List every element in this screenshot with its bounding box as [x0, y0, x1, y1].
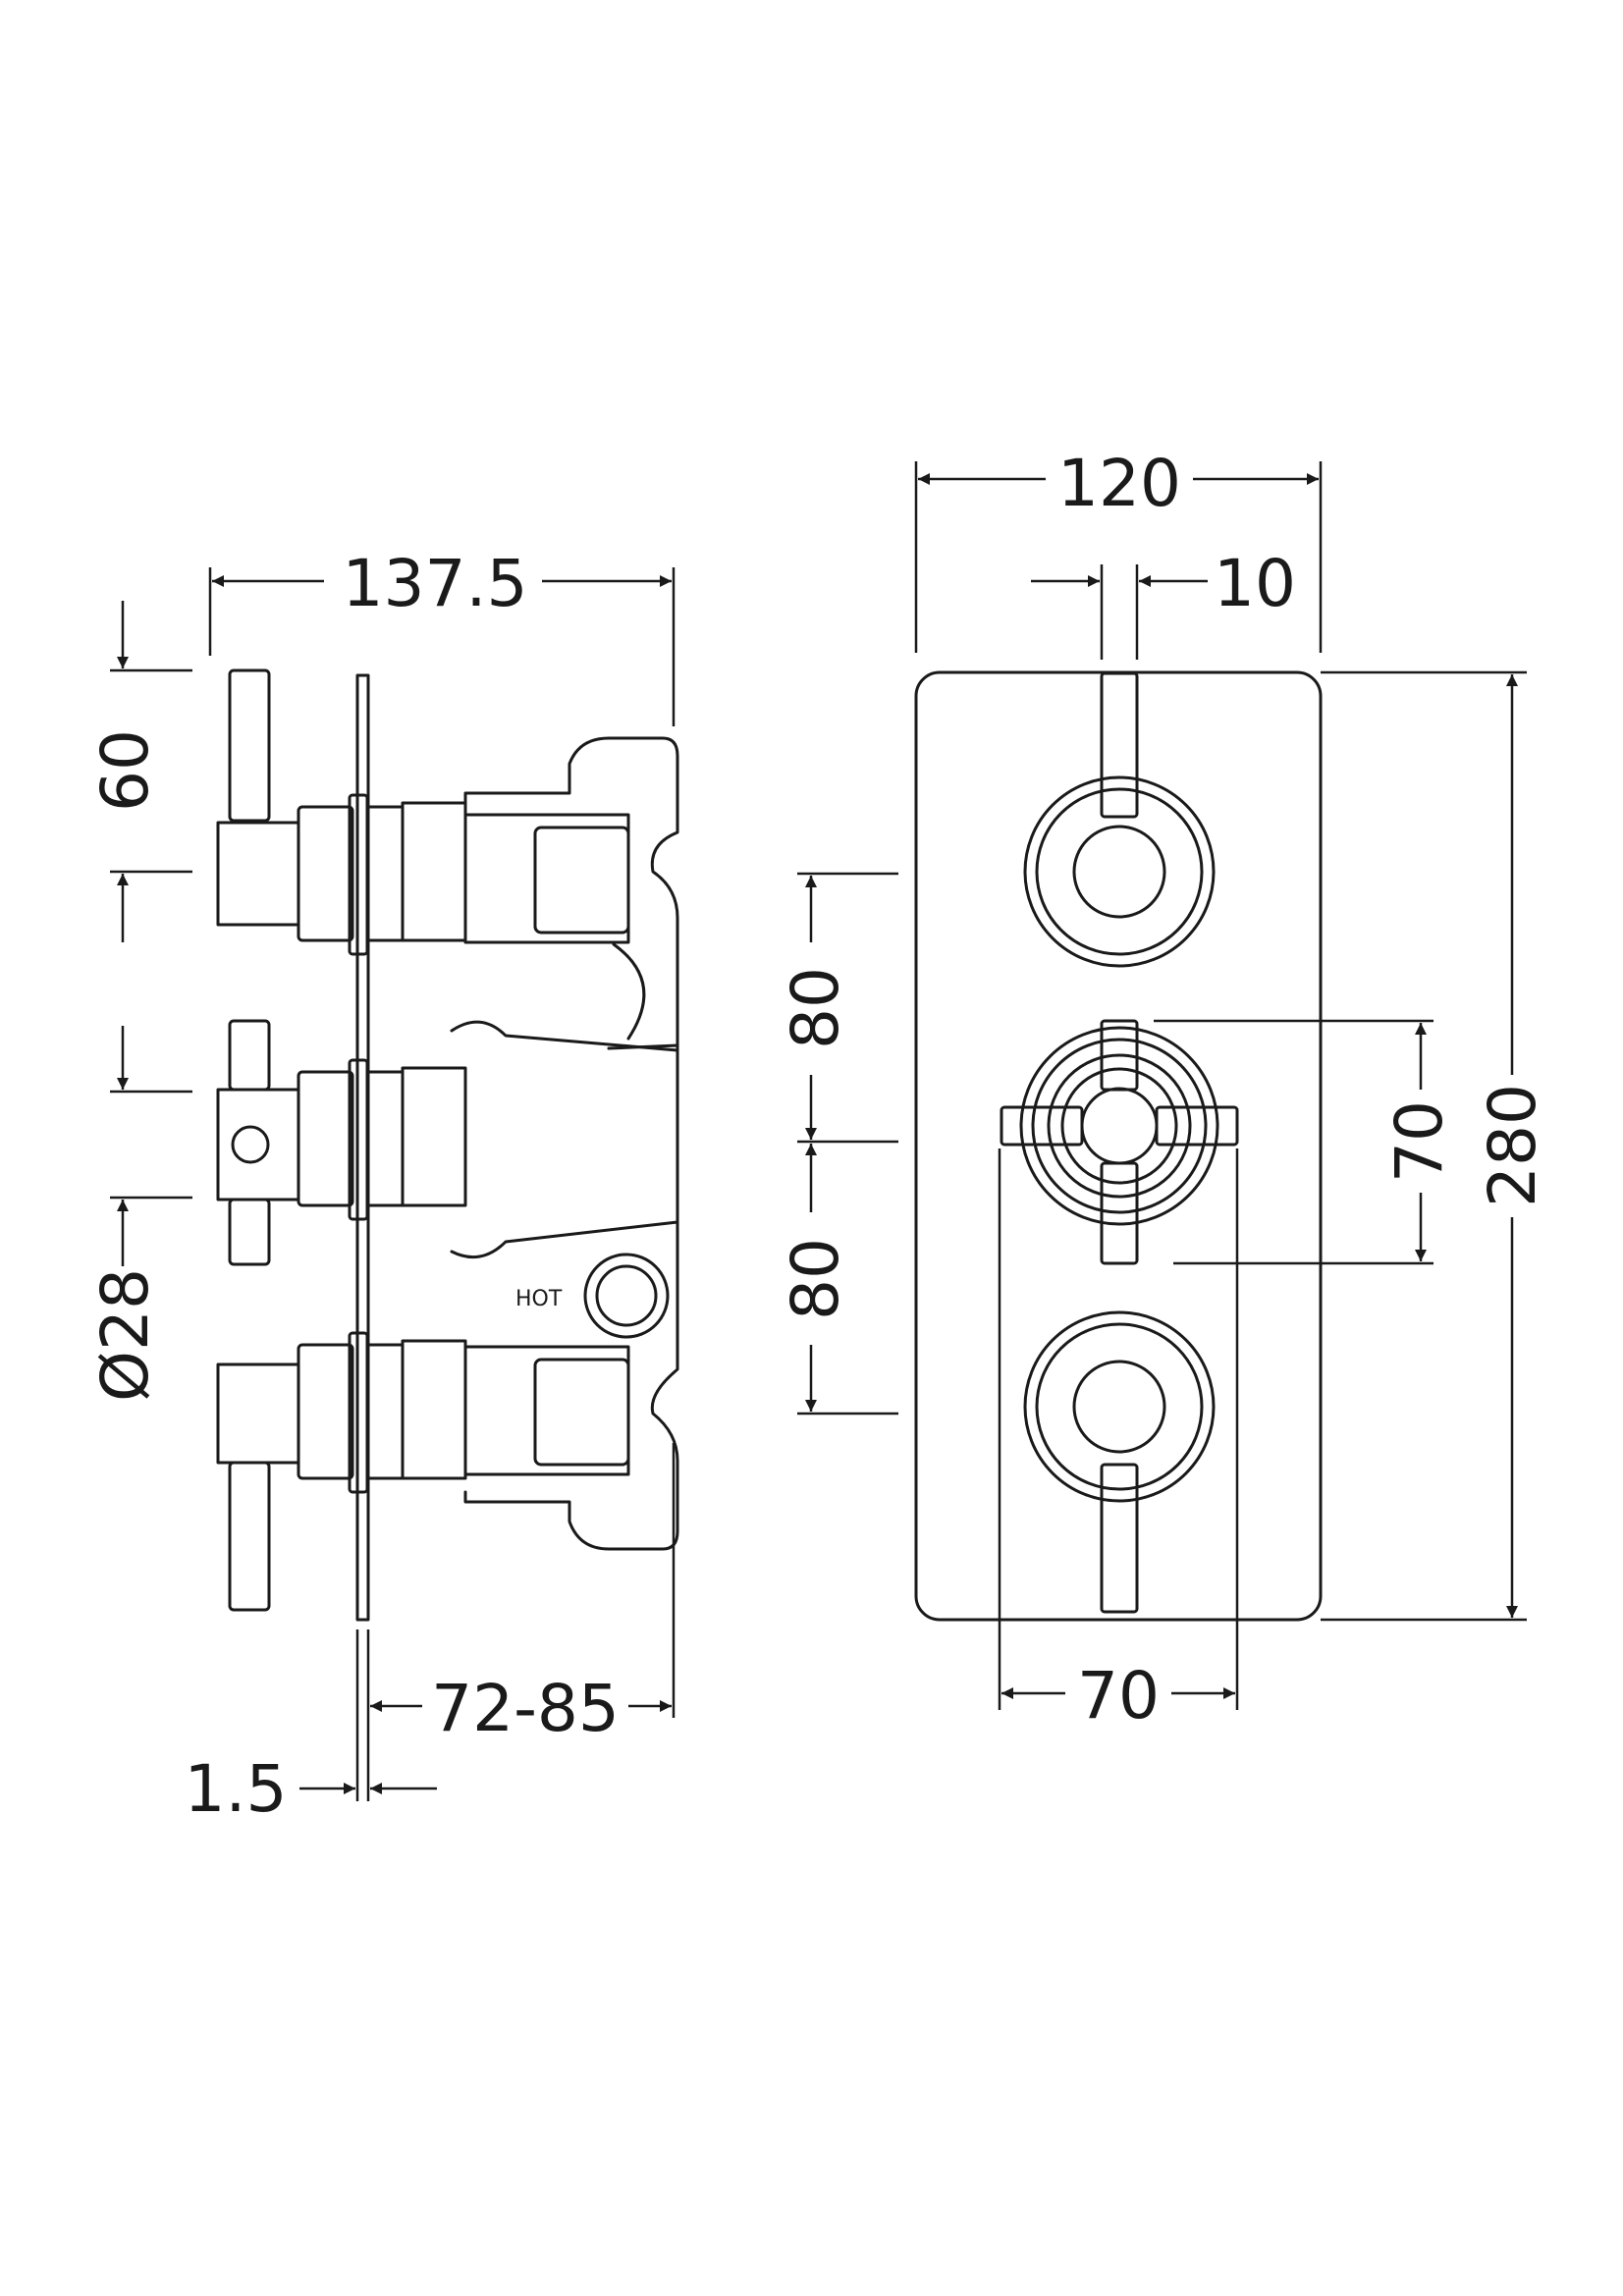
- upper-lever: [216, 668, 467, 956]
- middle-valve-body: [450, 1020, 679, 1259]
- lower-lever: [216, 1331, 467, 1612]
- side-view: HOT: [87, 546, 679, 1827]
- svg-text:120: 120: [1057, 446, 1181, 521]
- lower-valve-block: [463, 1345, 630, 1476]
- svg-text:10: 10: [1214, 546, 1296, 621]
- valve-body-outline: [463, 736, 679, 1551]
- middle-lever: [216, 1019, 467, 1266]
- svg-text:72-85: 72-85: [431, 1671, 620, 1746]
- upper-bulge: [612, 942, 646, 1041]
- hot-outlet-inner: [595, 1264, 658, 1327]
- svg-text:Ø28: Ø28: [87, 1268, 163, 1402]
- middle-divider: [607, 1043, 679, 1050]
- dim-overall-depth: 137.5: [208, 546, 676, 726]
- front-view: 120 10 80 80 70: [778, 446, 1550, 1734]
- lower-valve-inner: [533, 1358, 630, 1467]
- dim-lever-width: 10: [1031, 546, 1296, 660]
- dim-plate-thickness: 1.5: [185, 1629, 437, 1827]
- dim-plate-width: 120: [914, 446, 1323, 653]
- dim-cross-height: 70: [1154, 1019, 1457, 1265]
- hot-outlet-outer: [583, 1253, 670, 1339]
- svg-text:80: 80: [778, 967, 853, 1049]
- dim-lever-spacing: 60: [87, 601, 192, 942]
- svg-text:280: 280: [1475, 1084, 1550, 1207]
- hot-label: HOT: [515, 1287, 563, 1311]
- dim-cross-width: 70: [998, 1148, 1239, 1734]
- dim-knob-spacing: 80 80: [778, 872, 898, 1415]
- svg-text:1.5: 1.5: [185, 1751, 288, 1827]
- upper-valve-block: [463, 813, 630, 944]
- upper-knob: [1023, 671, 1216, 968]
- svg-text:60: 60: [87, 729, 163, 812]
- svg-text:137.5: 137.5: [343, 546, 528, 621]
- svg-text:70: 70: [1077, 1658, 1160, 1734]
- front-plate: [914, 670, 1323, 1622]
- upper-valve-inner: [533, 826, 630, 934]
- svg-text:80: 80: [778, 1238, 853, 1320]
- lower-knob: [1023, 1310, 1216, 1614]
- dim-plate-height: 280: [1321, 670, 1550, 1622]
- dim-wall-depth: 72-85: [366, 1443, 676, 1746]
- svg-text:70: 70: [1381, 1100, 1457, 1183]
- middle-cross-knob: [1000, 1019, 1239, 1265]
- dim-diameter: Ø28: [87, 1026, 192, 1402]
